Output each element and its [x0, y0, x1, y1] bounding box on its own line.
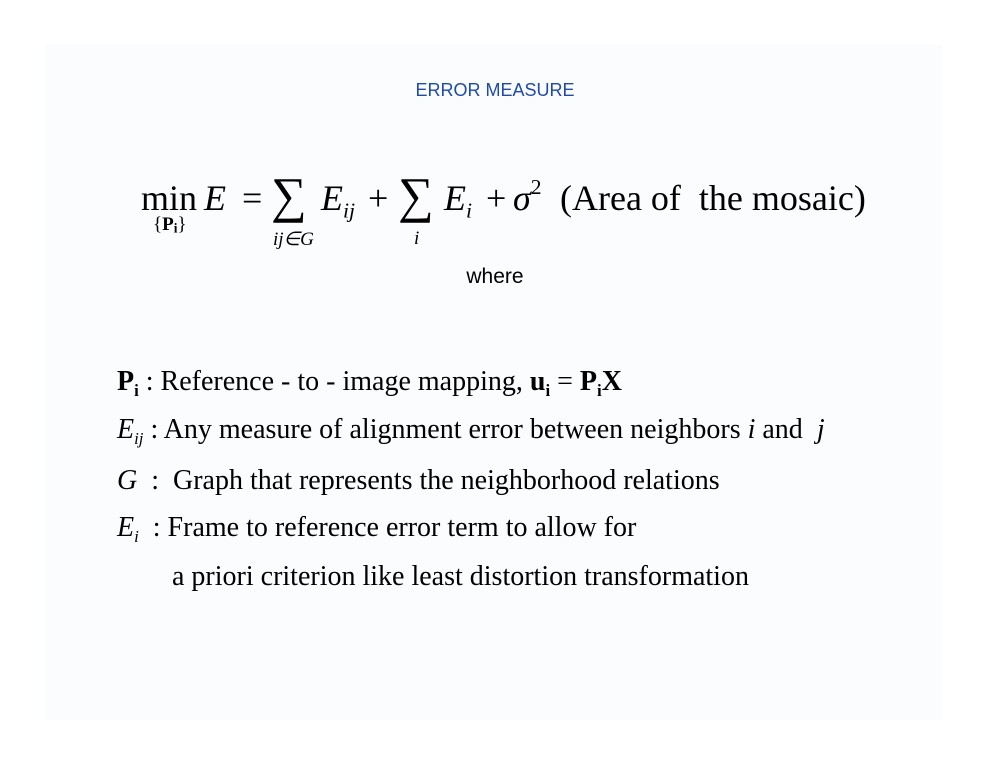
eq-term-2: Ei — [444, 178, 472, 223]
eq-term-1: Eij — [321, 178, 355, 223]
eq-min: min — [141, 178, 198, 218]
eq-min-subscript: {Pi} — [153, 214, 187, 236]
definition-p: Pi : Reference - to - image mapping, ui … — [117, 366, 622, 400]
eq-sum-1: ∑ — [271, 167, 307, 223]
definition-ei: Ei : Frame to reference error term to al… — [117, 512, 637, 546]
eq-sum-1-subscript: ij∈G — [273, 229, 314, 250]
eq-equals: = — [242, 178, 263, 218]
where-label: where — [466, 265, 524, 288]
definition-eij: Eij : Any measure of alignment error bet… — [117, 414, 825, 448]
eq-sum-2-subscript: i — [414, 228, 420, 249]
eq-area-term: (Area of the mosaic) — [560, 178, 866, 218]
definition-ei-continued: a priori criterion like least distortion… — [172, 561, 749, 592]
eq-sum-2: ∑ — [398, 167, 434, 223]
eq-plus-1: + — [368, 178, 389, 218]
definition-g: G : Graph that represents the neighborho… — [117, 465, 720, 496]
slide-title: ERROR MEASURE — [415, 80, 575, 100]
eq-sigma: σ2 — [513, 174, 542, 218]
eq-lhs: E — [204, 178, 226, 218]
eq-plus-2: + — [486, 178, 507, 218]
slide-background — [45, 45, 942, 720]
